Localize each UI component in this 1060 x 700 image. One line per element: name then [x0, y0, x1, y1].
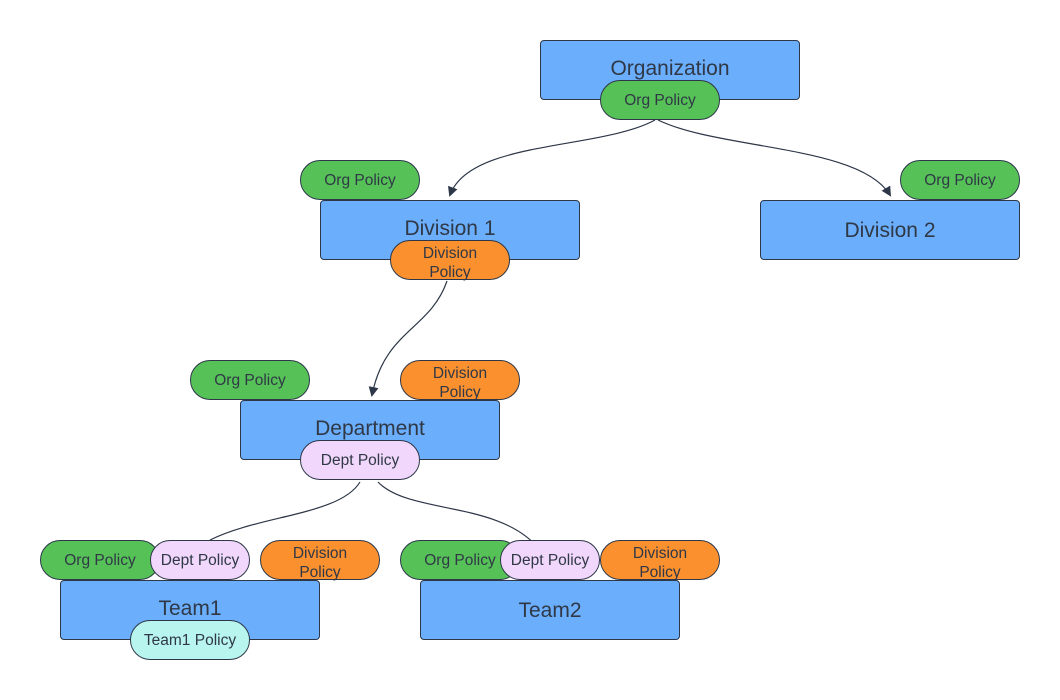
division-policy-label: Division Policy — [432, 365, 488, 401]
connector-department-to-team2 — [377, 481, 541, 551]
connector-division1-to-department — [368, 280, 448, 397]
dept-policy-label: Dept Policy — [160, 551, 240, 569]
organization-label: Organization — [610, 57, 730, 80]
org-policy-badge-department[interactable]: Org Policy — [190, 360, 310, 400]
org-policy-badge-organization[interactable]: Org Policy — [600, 80, 720, 120]
division2-node[interactable]: Division 2 — [760, 200, 1020, 260]
team1-policy-badge[interactable]: Team1 Policy — [130, 620, 250, 660]
division-policy-label: Division Policy — [422, 245, 478, 281]
connector-department-to-team1 — [209, 481, 361, 541]
division-policy-label: Division Policy — [632, 545, 688, 581]
division1-label: Division 1 — [404, 217, 496, 240]
team1-policy-label: Team1 Policy — [143, 631, 237, 649]
department-label: Department — [315, 417, 425, 440]
division-policy-badge-department[interactable]: Division Policy — [400, 360, 520, 401]
org-policy-label: Org Policy — [924, 171, 996, 189]
connector-org-to-division1 — [448, 119, 656, 197]
division-policy-badge-team2[interactable]: Division Policy — [600, 540, 720, 581]
org-policy-badge-team1[interactable]: Org Policy — [40, 540, 160, 580]
division-policy-label: Division Policy — [292, 545, 348, 581]
division-policy-badge-team1[interactable]: Division Policy — [260, 540, 380, 581]
dept-policy-badge-team1[interactable]: Dept Policy — [150, 540, 250, 580]
org-policy-label: Org Policy — [64, 551, 136, 569]
dept-policy-label: Dept Policy — [320, 451, 400, 469]
team1-label: Team1 — [158, 597, 222, 620]
org-policy-badge-division2[interactable]: Org Policy — [900, 160, 1020, 200]
dept-policy-badge-department[interactable]: Dept Policy — [300, 440, 420, 480]
division2-label: Division 2 — [844, 219, 936, 242]
team2-node[interactable]: Team2 — [420, 580, 680, 640]
division-policy-badge-division1[interactable]: Division Policy — [390, 240, 510, 281]
connector-org-to-division2 — [657, 119, 892, 197]
org-policy-label: Org Policy — [624, 91, 696, 109]
team2-label: Team2 — [518, 599, 582, 622]
org-policy-label: Org Policy — [424, 551, 496, 569]
org-policy-label: Org Policy — [214, 371, 286, 389]
org-policy-badge-division1[interactable]: Org Policy — [300, 160, 420, 200]
dept-policy-badge-team2[interactable]: Dept Policy — [500, 540, 600, 580]
dept-policy-label: Dept Policy — [510, 551, 590, 569]
org-policy-label: Org Policy — [324, 171, 396, 189]
